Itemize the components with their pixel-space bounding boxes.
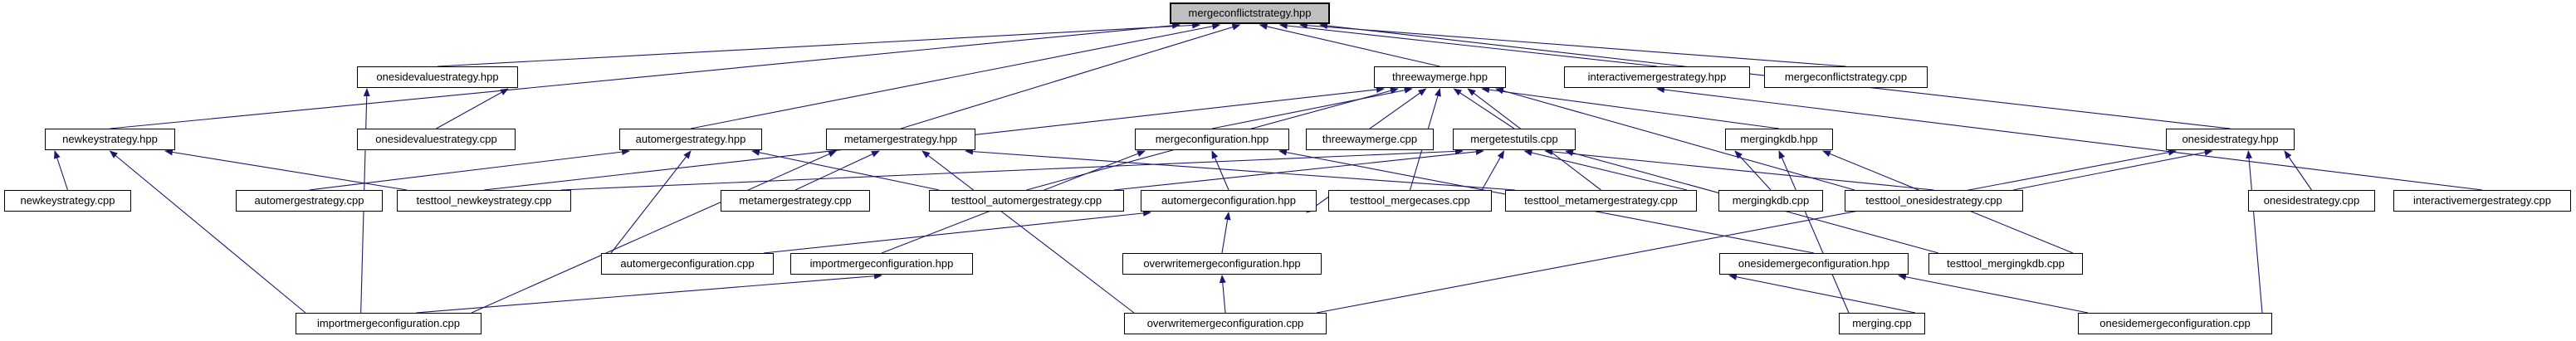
include-edge [1495,87,1855,191]
include-edge [54,150,69,191]
include-edge [110,22,1180,129]
graph-node-onesidemergeconfiguration.cpp[interactable]: onesidemergeconfiguration.cpp [2078,313,2272,334]
include-edge [610,150,692,254]
include-edge [794,150,880,191]
graph-node-mergingkdb.cpp[interactable]: mergingkdb.cpp [1718,190,1823,212]
graph-node-automergeconfiguration.cpp[interactable]: automergeconfiguration.cpp [601,253,774,275]
graph-node-importmergeconfiguration.cpp[interactable]: importmergeconfiguration.cpp [296,313,481,334]
include-edge [1544,148,1934,191]
include-edge [164,149,408,191]
include-edge [471,150,837,314]
graph-node-testtool_newkeystrategy.cpp[interactable]: testtool_newkeystrategy.cpp [397,190,571,212]
include-edge [1728,273,1916,314]
include-edge [560,148,1464,191]
graph-node-newkeystrategy.cpp[interactable]: newkeystrategy.cpp [4,190,131,212]
include-edge [109,150,306,314]
include-edge [1898,273,2089,314]
graph-node-overwritemergeconfiguration.cpp[interactable]: overwritemergeconfiguration.cpp [1124,313,1327,334]
include-edge [1481,86,1780,129]
graph-node-mergingkdb.hpp[interactable]: mergingkdb.hpp [1725,129,1833,150]
graph-node-mergeconflictstrategy.hpp: mergeconflictstrategy.hpp [1170,2,1330,24]
include-edge [437,22,1201,67]
graph-node-merging.cpp[interactable]: merging.cpp [1839,313,1925,334]
graph-node-onesidemergeconfiguration.hpp[interactable]: onesidemergeconfiguration.hpp [1719,253,1909,275]
graph-node-testtool_mergecases.cpp[interactable]: testtool_mergecases.cpp [1328,190,1492,212]
graph-node-mergetestutils.cpp[interactable]: mergetestutils.cpp [1453,129,1576,150]
include-edge [436,88,509,129]
graph-node-mergeconflictstrategy.cpp[interactable]: mergeconflictstrategy.cpp [1764,66,1928,88]
include-edge [309,149,630,191]
graph-node-importmergeconfiguration.hpp[interactable]: importmergeconfiguration.hpp [790,253,973,275]
graph-node-onesidestrategy.hpp[interactable]: onesidestrategy.hpp [2166,129,2295,150]
graph-node-metamergestrategy.hpp[interactable]: metamergestrategy.hpp [826,129,975,150]
graph-node-testtool_automergestrategy.cpp[interactable]: testtool_automergestrategy.cpp [929,190,1124,212]
include-edge [1113,148,1484,191]
graph-node-interactivemergestrategy.cpp[interactable]: interactivemergestrategy.cpp [2393,190,2571,212]
include-edge [965,148,1516,191]
include-edge [1656,86,2483,191]
graph-node-automergestrategy.hpp[interactable]: automergestrategy.hpp [619,129,762,150]
graph-node-testtool_mergingkdb.cpp[interactable]: testtool_mergingkdb.cpp [1928,253,2083,275]
include-edge [1298,22,1846,67]
include-edge [1259,23,1440,67]
graph-node-overwritemergeconfiguration.hpp[interactable]: overwritemergeconfiguration.hpp [1122,253,1322,275]
graph-node-mergeconfiguration.hpp[interactable]: mergeconfiguration.hpp [1135,129,1289,150]
include-edge [1278,22,1658,67]
include-edge [1316,149,2177,314]
include-edge [2246,150,2263,314]
graph-node-onesidevaluestrategy.cpp[interactable]: onesidevaluestrategy.cpp [357,129,516,150]
include-edge [416,272,882,314]
graph-node-onesidevaluestrategy.hpp[interactable]: onesidevaluestrategy.hpp [357,66,518,88]
include-edge [690,22,1221,129]
include-edge [1211,86,1413,129]
include-edge [2012,149,2213,191]
graph-node-newkeystrategy.hpp[interactable]: newkeystrategy.hpp [45,129,175,150]
include-edge [2284,150,2312,191]
graph-node-testtool_metamergestrategy.cpp[interactable]: testtool_metamergestrategy.cpp [1505,190,1697,212]
include-edge [1734,150,1772,191]
graph-node-testtool_onesidestrategy.cpp[interactable]: testtool_onesidestrategy.cpp [1845,190,2023,212]
graph-node-metamergestrategy.cpp[interactable]: metamergestrategy.cpp [721,190,870,212]
include-edge [1221,212,1231,254]
include-edge [763,209,1151,254]
include-edge [1211,150,1229,191]
graph-node-interactivemergestrategy.hpp[interactable]: interactivemergestrategy.hpp [1564,66,1750,88]
include-edge [1778,150,1850,314]
include-edge [1453,88,1515,129]
graph-node-automergeconfiguration.hpp[interactable]: automergeconfiguration.hpp [1141,190,1317,212]
graph-node-automergestrategy.cpp[interactable]: automergestrategy.cpp [236,190,383,212]
include-edge [921,150,1135,314]
include-edge [900,23,1241,129]
include-edge [751,149,940,191]
include-edge [1523,149,1688,191]
graph-node-threewaymerge.hpp[interactable]: threewaymerge.hpp [1374,66,1506,88]
graph-node-onesidestrategy.cpp[interactable]: onesidestrategy.cpp [2248,190,2375,212]
include-edge [1219,275,1226,314]
graph-node-threewaymerge.cpp[interactable]: threewaymerge.cpp [1306,129,1434,150]
include-edge [1369,88,1427,129]
include-edge [1481,150,1505,191]
